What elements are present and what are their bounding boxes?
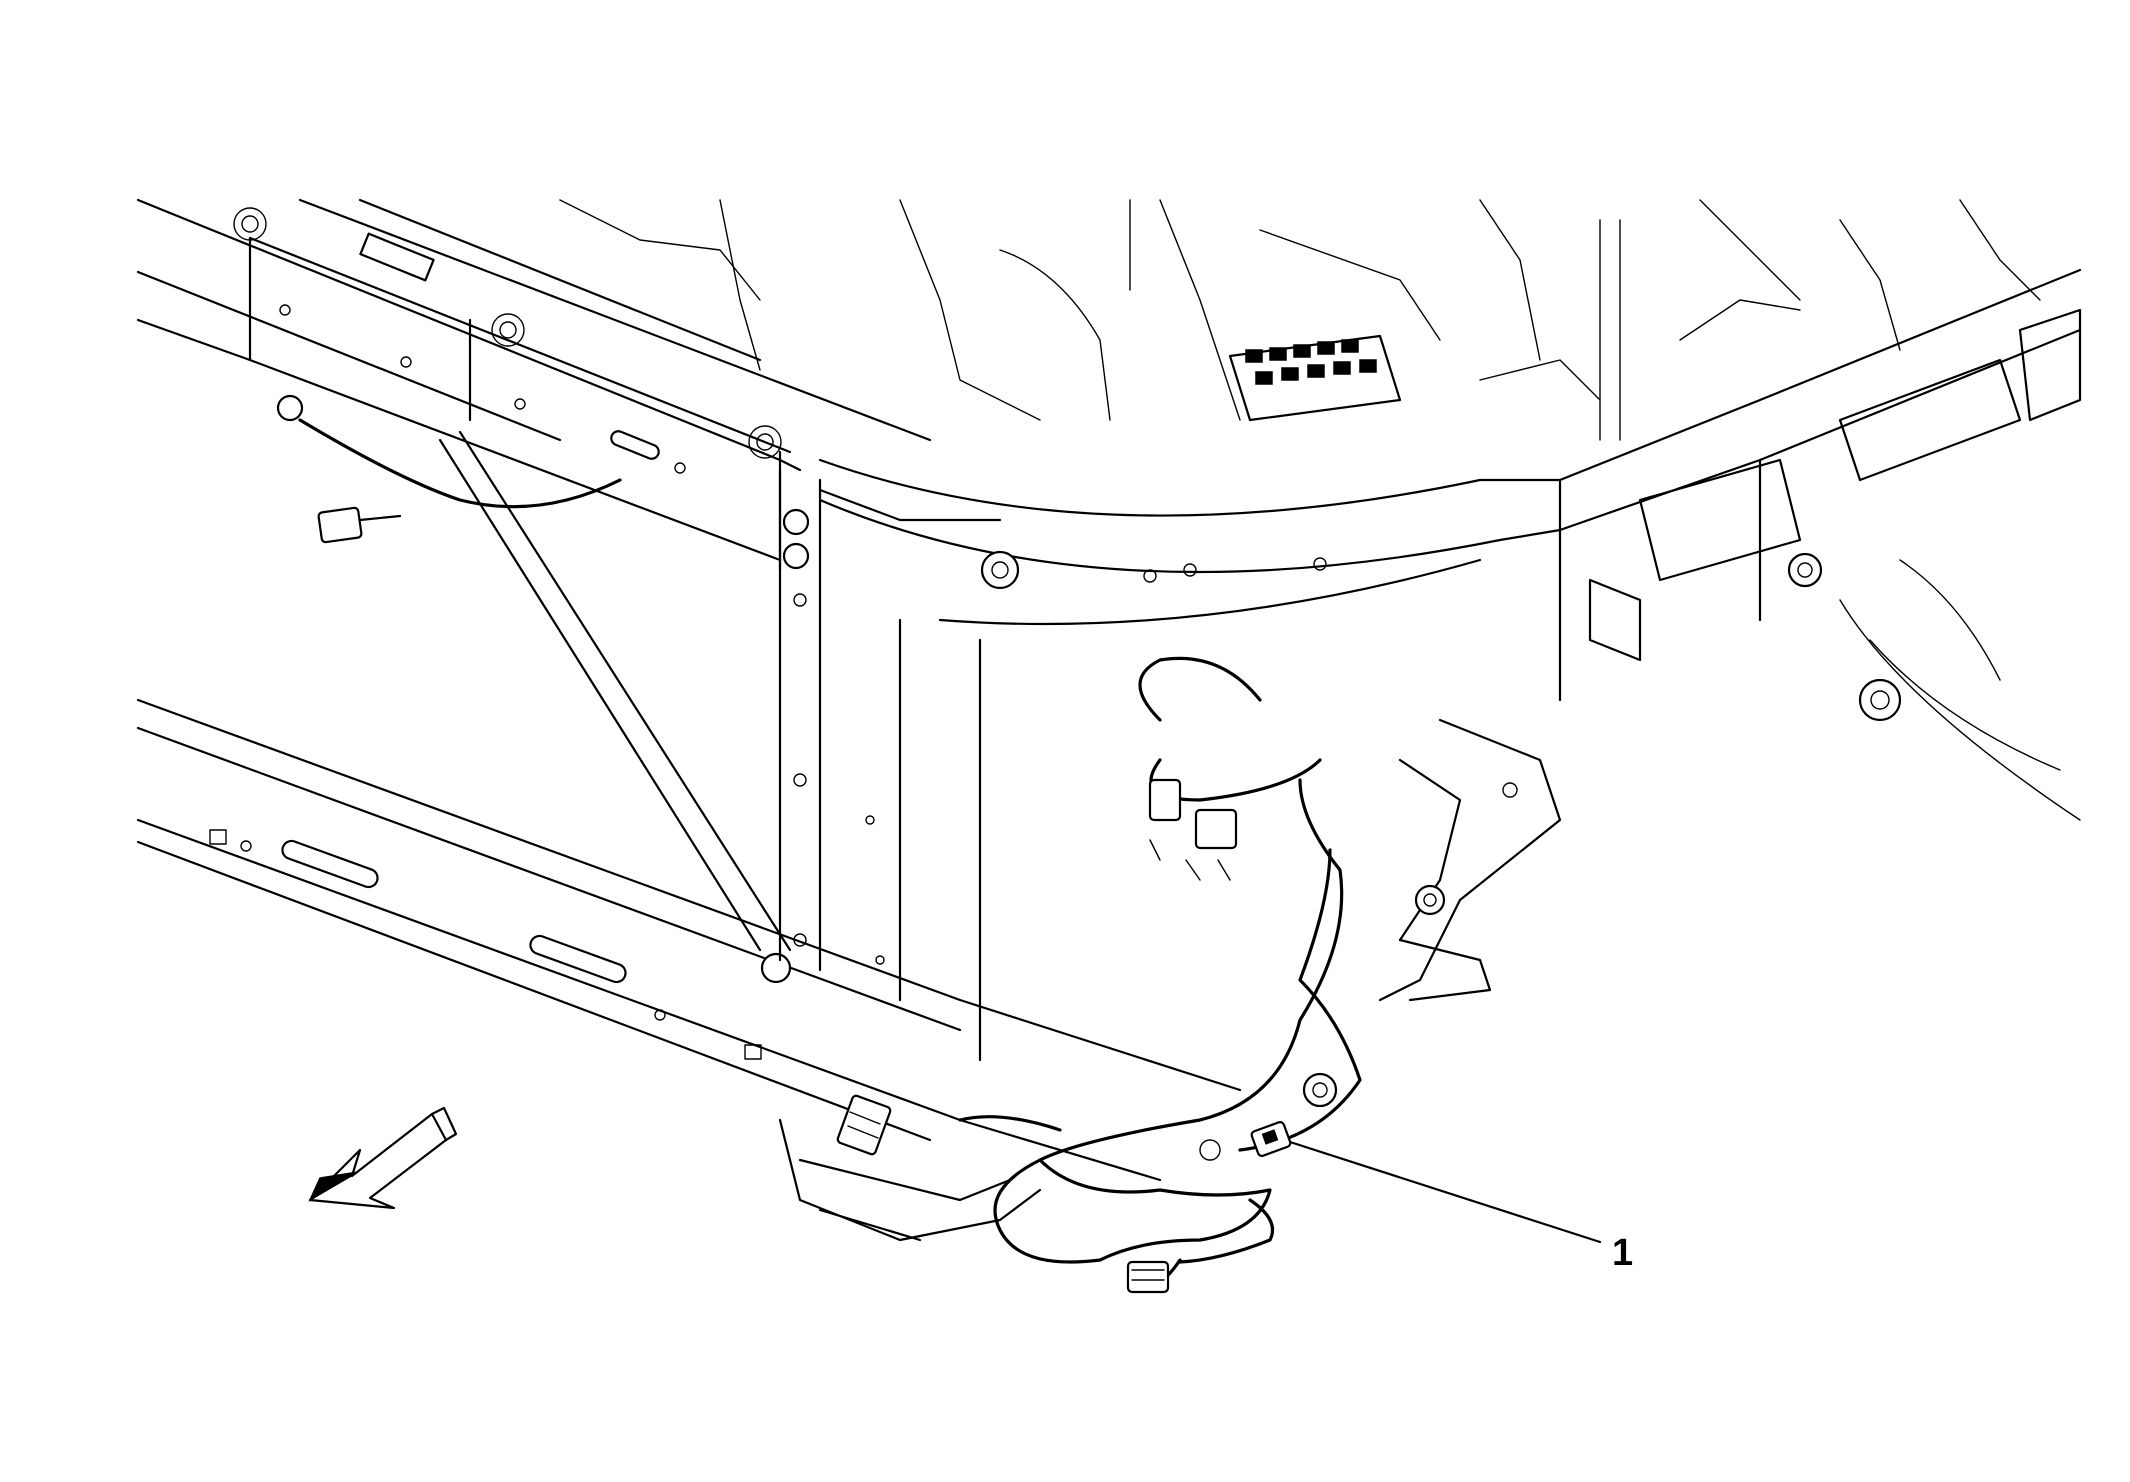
connector-bumper: [836, 1094, 892, 1156]
front-direction-arrow-icon: [308, 1106, 458, 1210]
center-vertical-post: [778, 468, 1002, 1062]
lower-bracket: [778, 1072, 1338, 1242]
connector-left: [317, 506, 402, 544]
connectors: [317, 506, 1292, 1294]
connector-lower: [1126, 1260, 1170, 1294]
sensor-component: [1250, 1120, 1292, 1158]
callout-1: 1: [1288, 1140, 1633, 1274]
connector-center: [1148, 778, 1238, 881]
fuse-block: [1228, 334, 1402, 422]
upper-radiator-support: [136, 198, 932, 572]
curved-frame-rail: [818, 268, 2082, 702]
wiring-harness: [298, 418, 1362, 1292]
diagonal-brace: [276, 394, 792, 984]
engine-bay-background: [559, 199, 2081, 821]
right-frame-bracket: [1378, 718, 1562, 1002]
lower-radiator-support: [136, 698, 1242, 1182]
callout-number: 1: [1612, 1232, 1633, 1274]
